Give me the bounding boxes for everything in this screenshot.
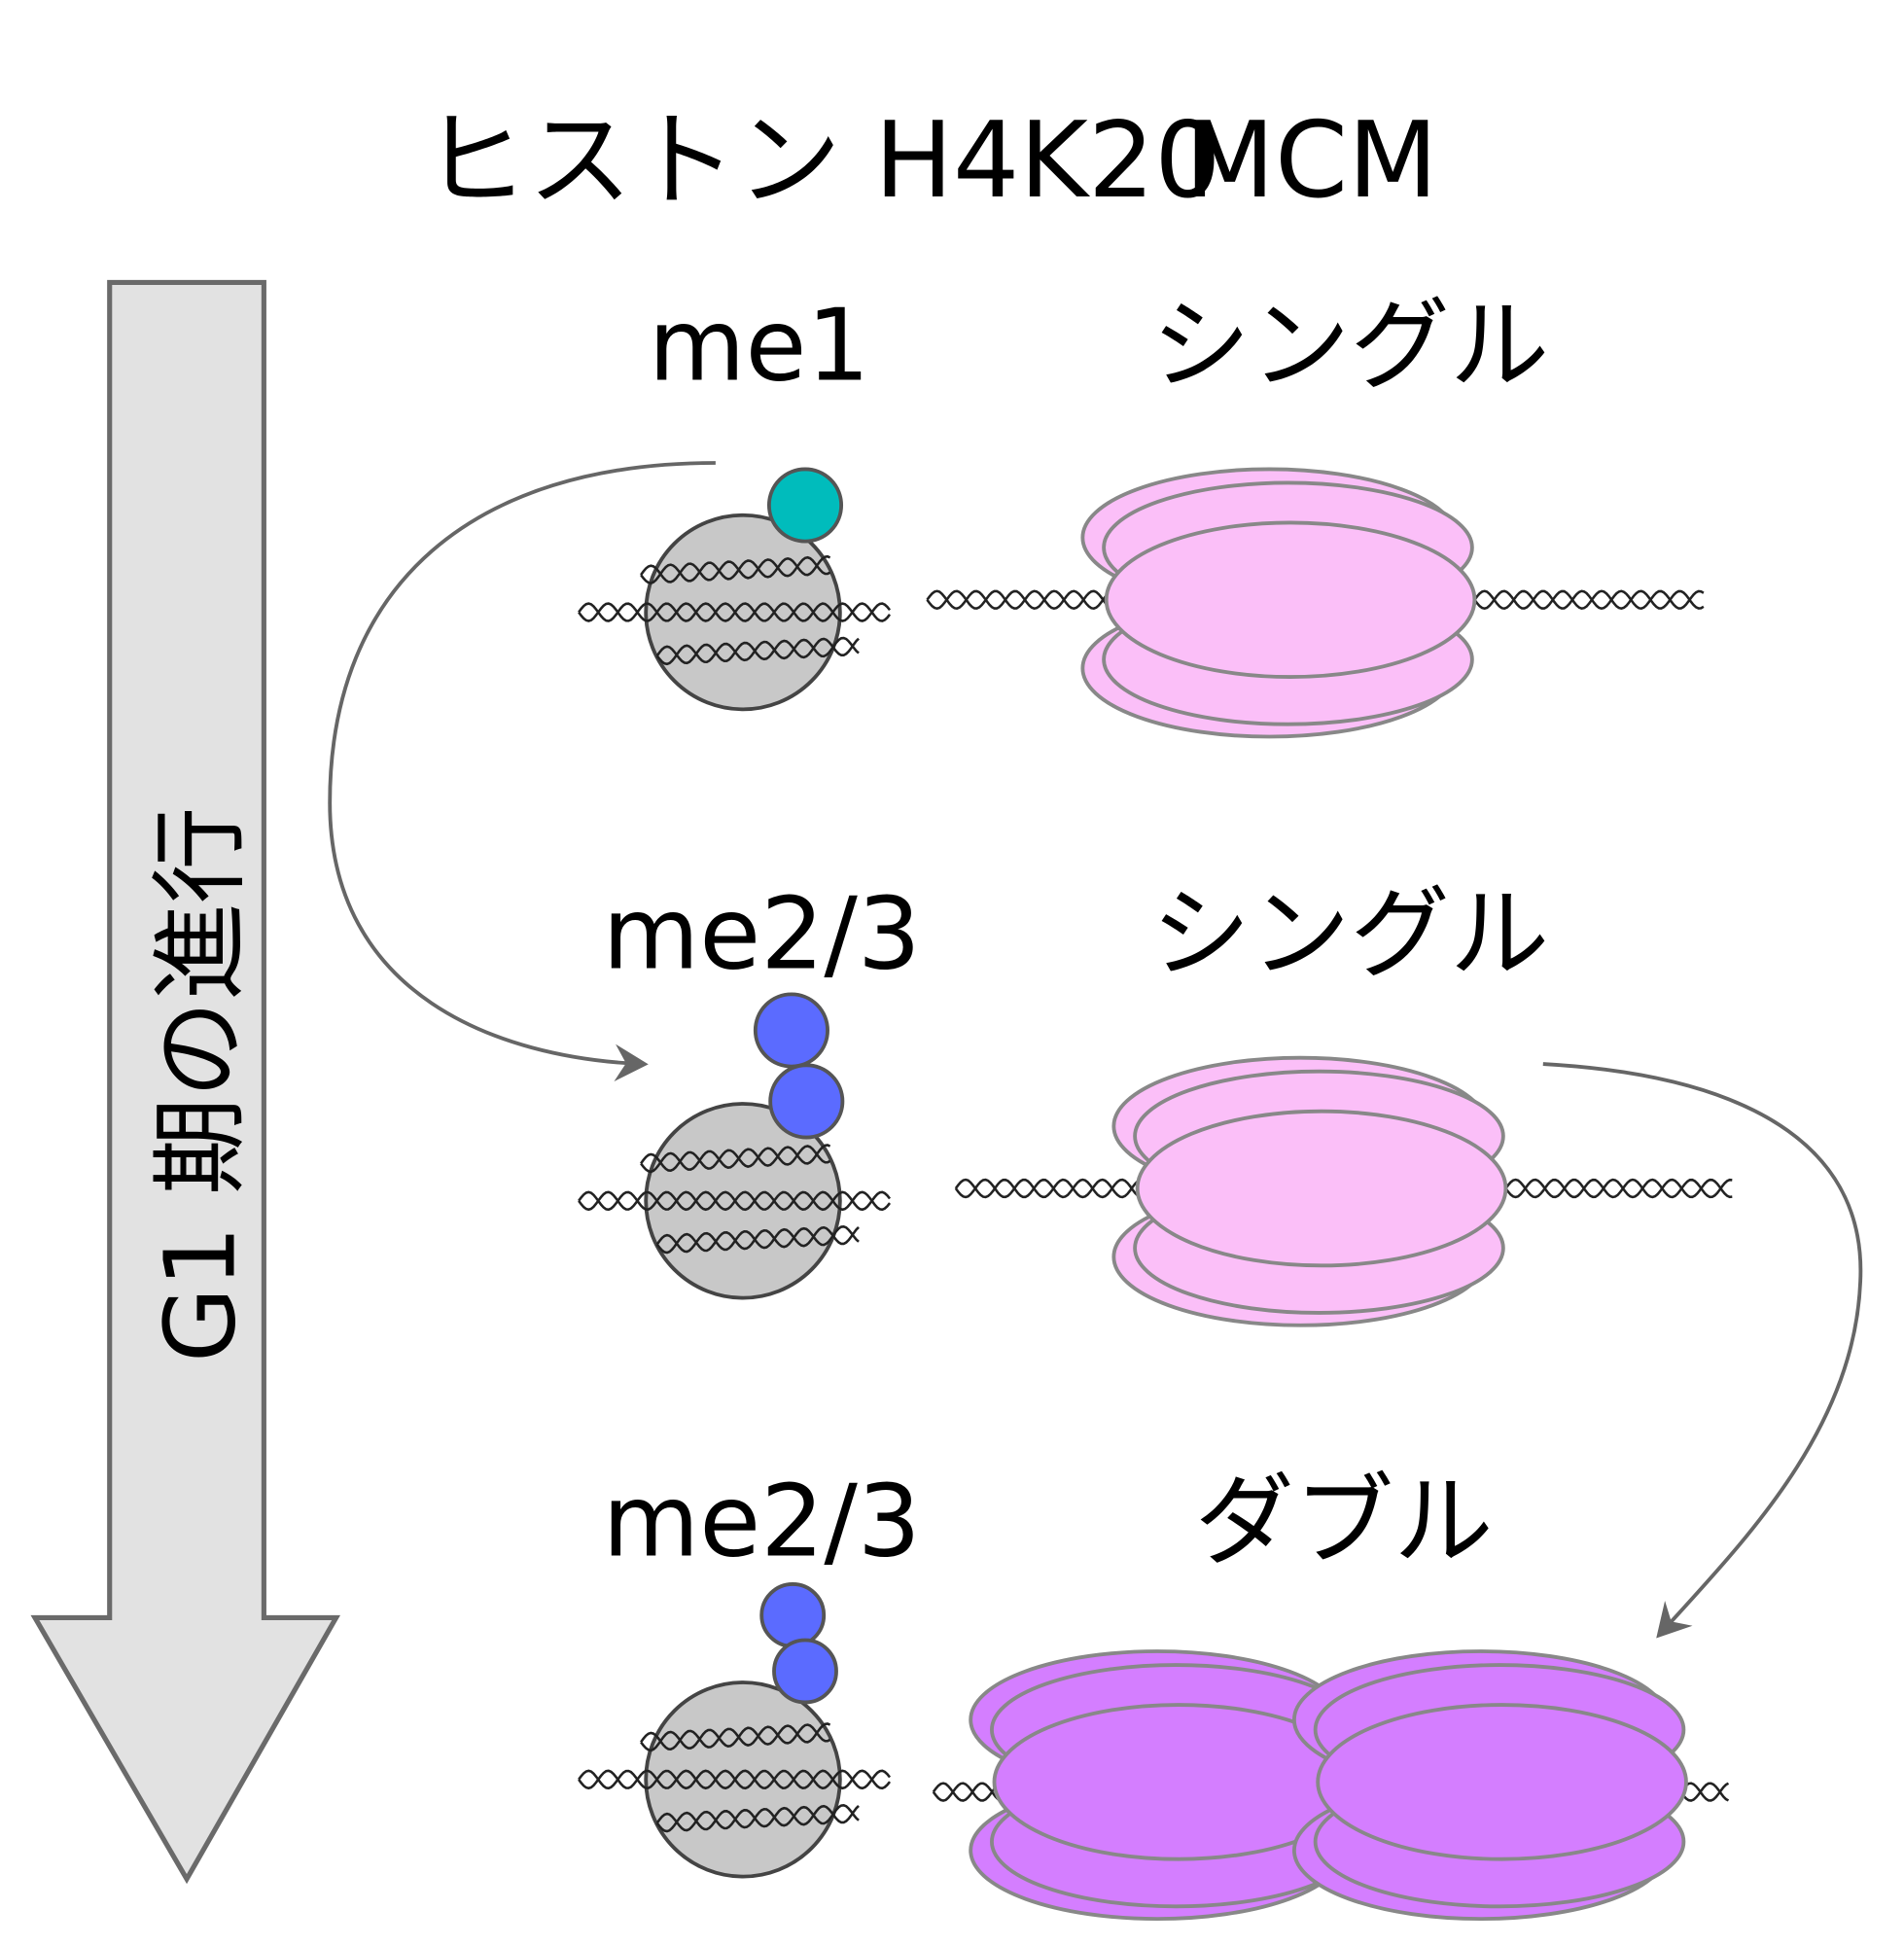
- row3-mcm-label: ダブル: [1195, 1464, 1494, 1579]
- mcm-hexamer: [969, 1649, 1365, 1922]
- methyl-mark: [772, 1638, 838, 1705]
- histone-core: [644, 1680, 842, 1879]
- mcm-core: [1104, 520, 1477, 680]
- mcm-core: [1135, 1109, 1508, 1268]
- row1-mcm-label: シングル: [1151, 288, 1549, 404]
- methyl-mark: [759, 1581, 827, 1648]
- nucleosome: [578, 992, 892, 1300]
- dna-strand: [578, 602, 892, 622]
- nucleosome: [578, 1581, 892, 1879]
- g1-progress-label: G1 期の進行: [144, 806, 258, 1362]
- histone-core: [644, 513, 842, 712]
- mcm-core: [1316, 1703, 1688, 1861]
- row1-histone-label: me1: [649, 288, 870, 404]
- dna-strand: [926, 589, 1108, 611]
- methyl-mark: [766, 467, 844, 544]
- dna-strand: [655, 1224, 860, 1255]
- mcm-hexamer: [1291, 1649, 1688, 1922]
- dna-strand: [578, 1769, 892, 1790]
- methylation-transition-arrow: [328, 461, 716, 1082]
- title-mcm: MCM: [1184, 100, 1438, 222]
- histone-core: [644, 1102, 842, 1300]
- title-histone: ヒストン H4K20: [423, 100, 1220, 222]
- g1-progress-arrow: [30, 279, 341, 1885]
- dna-strand: [1504, 1178, 1733, 1199]
- row2-mcm-label: シングル: [1151, 877, 1549, 993]
- mcm-hexamer: [1111, 1055, 1508, 1327]
- dna-strand: [640, 554, 831, 584]
- methyl-mark: [768, 1063, 845, 1140]
- dna-strand: [640, 1722, 831, 1752]
- dna-strand: [578, 1190, 892, 1212]
- dna-strand: [655, 1803, 860, 1833]
- dna-strand: [1473, 589, 1705, 611]
- nucleosome: [578, 467, 892, 712]
- methyl-mark: [753, 992, 829, 1069]
- mcm-doubling-transition-arrow: [1542, 1062, 1863, 1639]
- row2-histone-label: me2/3: [603, 877, 921, 993]
- row3-histone-label: me2/3: [603, 1464, 921, 1579]
- dna-strand: [640, 1144, 831, 1174]
- dna-strand: [655, 636, 860, 666]
- mcm-hexamer: [1080, 467, 1477, 739]
- dna-strand: [954, 1178, 1139, 1199]
